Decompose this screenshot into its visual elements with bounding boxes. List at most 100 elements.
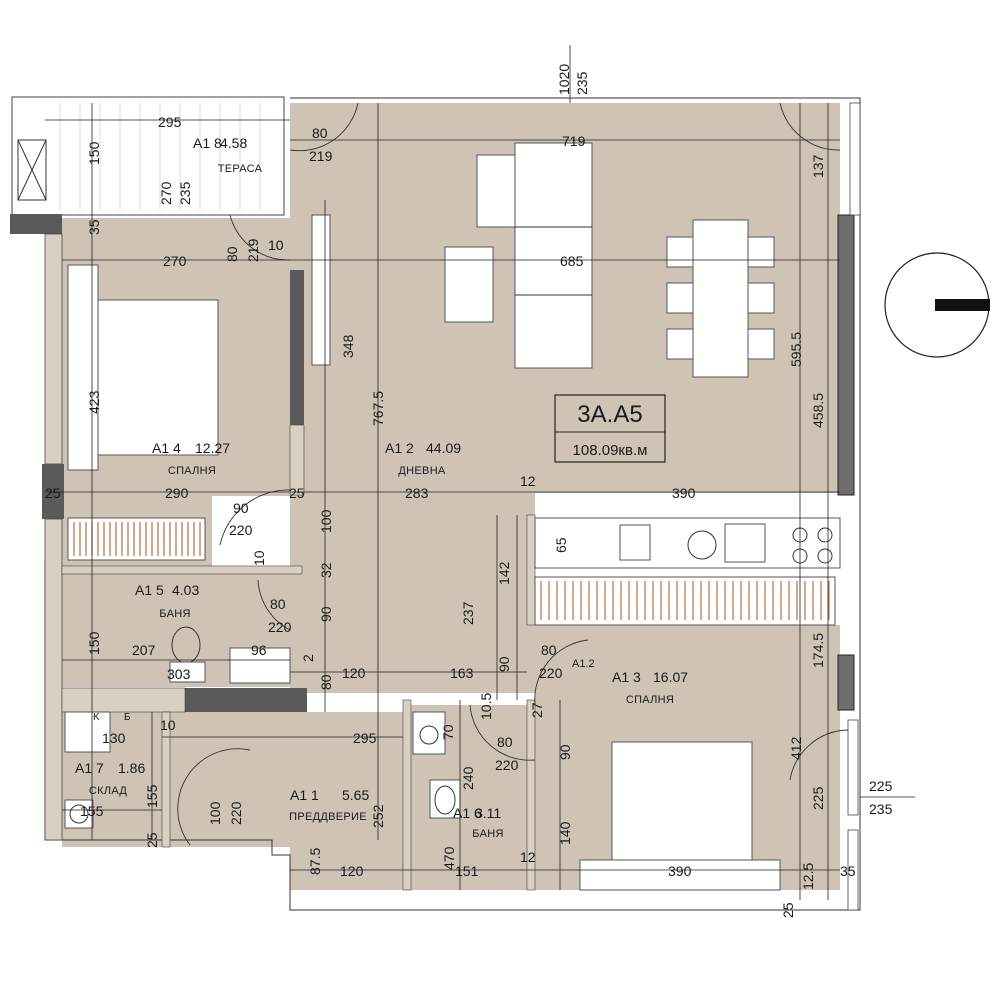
dim-label: 35 (86, 219, 102, 235)
dim-label: 270 (163, 253, 187, 269)
room-area-hall: 5.65 (342, 787, 369, 803)
dim-label: 235 (177, 181, 193, 205)
dim-label: 390 (672, 485, 696, 501)
dim-label: 10 (160, 717, 176, 733)
room-id-bath2: A1 6 (453, 805, 482, 821)
dim-label: 70 (440, 724, 456, 740)
room-labels: A1 8 4.58 ТЕРАСА A1 4 12.27 СПАЛНЯ A1 2 … (75, 135, 688, 840)
room-id-bath1: A1 5 (135, 582, 164, 598)
north-arrow-icon (884, 252, 990, 358)
dim-label: 220 (539, 665, 563, 681)
room-id-living: A1 2 (385, 440, 414, 456)
dim-label: 225 (869, 778, 893, 794)
dim-label: K (93, 712, 100, 723)
dim-label: 27 (529, 702, 545, 718)
dim-label: 390 (668, 863, 692, 879)
dim-label: 219 (309, 148, 333, 164)
dim-label: 65 (553, 537, 569, 553)
room-area-bedroom2: 16.07 (653, 669, 688, 685)
dim-label: 142 (496, 561, 512, 585)
dim-label: 225 (810, 786, 826, 810)
dim-label: 80 (541, 642, 557, 658)
dim-label: 270 (158, 181, 174, 205)
dim-label: 80 (318, 674, 334, 690)
room-name-bath2: БАНЯ (472, 828, 503, 840)
dim-label: 80 (270, 596, 286, 612)
dim-label: 220 (229, 522, 253, 538)
room-name-bedroom2: СПАЛНЯ (626, 694, 674, 706)
dim-label: 100 (318, 509, 334, 533)
dim-label: 120 (342, 665, 366, 681)
dim-label: 163 (450, 665, 474, 681)
room-area-bedroom1: 12.27 (195, 440, 230, 456)
room-id-bedroom1: A1 4 (152, 440, 181, 456)
dim-label: 283 (405, 485, 429, 501)
dim-label: 423 (86, 390, 102, 414)
dim-label: 130 (102, 730, 126, 746)
dim-label: 290 (165, 485, 189, 501)
dim-label: 25 (780, 902, 796, 918)
room-id-terrace: A1 8 (193, 135, 222, 151)
dim-label: 595.5 (788, 332, 804, 367)
dim-label: 719 (562, 133, 586, 149)
dim-label: 2 (300, 654, 316, 662)
dim-label: Б (124, 712, 131, 723)
room-area-storage: 1.86 (118, 760, 145, 776)
dim-label: 470 (441, 846, 457, 870)
furniture (64, 142, 841, 891)
dim-label: 458.5 (810, 393, 826, 428)
room-code-extra: A1.2 (572, 658, 595, 670)
dim-label: 120 (340, 863, 364, 879)
dim-label: 25 (144, 832, 160, 848)
dim-label: 10.5 (478, 693, 494, 720)
room-id-hall: A1 1 (290, 787, 319, 803)
dim-label: 10 (268, 237, 284, 253)
dim-label: 137 (810, 154, 826, 178)
dim-label: 220 (495, 757, 519, 773)
dim-label: 155 (144, 784, 160, 808)
dim-label: 12 (520, 849, 536, 865)
dim-label: 150 (86, 631, 102, 655)
dim-label: 80 (224, 246, 240, 262)
room-name-bath1: БАНЯ (159, 608, 190, 620)
dim-label: 235 (869, 801, 893, 817)
dim-label: 80 (312, 125, 328, 141)
dim-label: 295 (353, 730, 377, 746)
room-name-terrace: ТЕРАСА (218, 163, 263, 175)
dim-label: 219 (245, 238, 261, 262)
dimension-numbers: 1020 235 295 80 219 150 270 235 719 137 … (45, 64, 893, 918)
room-area-terrace: 4.58 (220, 135, 247, 151)
dim-label: 90 (557, 744, 573, 760)
dim-label: 90 (318, 606, 334, 622)
dim-label: 303 (167, 666, 191, 682)
dim-label: 174.5 (810, 633, 826, 668)
dim-label: 235 (574, 71, 590, 95)
dim-label: 220 (268, 619, 292, 635)
dim-label: 80 (497, 734, 513, 750)
dim-label: 90 (233, 500, 249, 516)
dim-label: 12.5 (800, 863, 816, 890)
dim-label: 10 (251, 550, 267, 566)
dim-label: 96 (251, 642, 267, 658)
room-area-bath2: 3.11 (475, 805, 501, 821)
dim-label: 685 (560, 253, 584, 269)
dim-label: 25 (289, 485, 305, 501)
dim-label: 150 (86, 141, 102, 165)
dim-label: 155 (80, 803, 104, 819)
unit-code: 3A.A5 (577, 401, 642, 428)
dim-label: 252 (370, 804, 386, 828)
room-name-storage: СКЛАД (89, 785, 127, 797)
dim-label: 35 (840, 863, 856, 879)
dim-label: 87.5 (307, 848, 323, 875)
dim-label: 25 (45, 485, 61, 501)
dim-label: 32 (318, 562, 334, 578)
terrace-hatch (59, 103, 261, 210)
room-id-bedroom2: A1 3 (612, 669, 641, 685)
dimension-lines (45, 45, 915, 900)
dim-label: 220 (228, 801, 244, 825)
dim-label: 207 (132, 642, 156, 658)
unit-label-box: 3A.A5 108.09кв.м (554, 394, 666, 463)
room-name-living: ДНЕВНА (398, 465, 446, 477)
dim-label: 295 (158, 114, 182, 130)
